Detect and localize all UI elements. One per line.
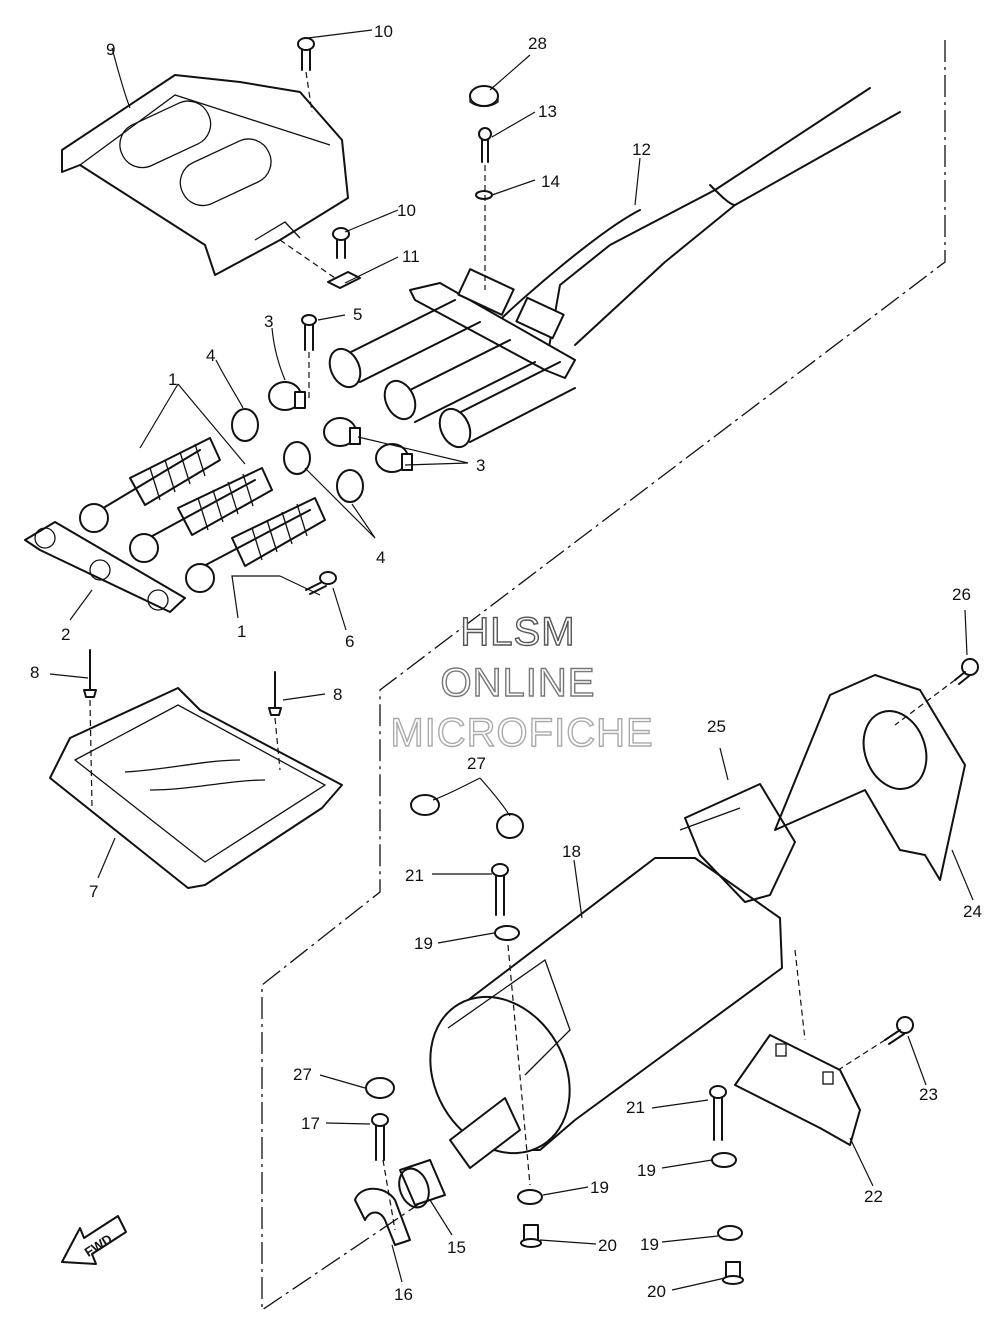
alignment-line-8-left — [89, 699, 93, 809]
alignment-line-11 — [279, 239, 336, 279]
bolt-10-top[interactable] — [297, 37, 315, 71]
forward-direction-arrow: FWD — [61, 1215, 127, 1265]
callout-26: 26 — [952, 585, 971, 604]
alignment-line-17 — [382, 1159, 396, 1231]
bolt-23[interactable] — [884, 1016, 914, 1045]
bolt-17[interactable] — [371, 1113, 389, 1161]
washer-19-b[interactable] — [517, 1189, 543, 1205]
bolt-13[interactable] — [478, 127, 492, 163]
heat-protector-25[interactable] — [679, 783, 796, 903]
washer-19-c[interactable] — [711, 1152, 737, 1168]
bolt-5[interactable] — [301, 314, 317, 351]
callout-1-upper: 1 — [168, 370, 177, 389]
callout-18: 18 — [562, 842, 581, 861]
watermark-line-2: ONLINE — [441, 661, 596, 705]
watermark-line-3: MICROFICHE — [390, 711, 653, 755]
clamp-3a[interactable] — [268, 381, 306, 411]
clamp-3b[interactable] — [323, 417, 361, 447]
callout-8-right: 8 — [333, 685, 342, 704]
collar-20-a[interactable] — [520, 1224, 542, 1248]
cap-27-lower[interactable] — [365, 1077, 395, 1099]
exhaust-pipe-assembly[interactable] — [324, 87, 901, 452]
gasket-15[interactable] — [394, 1159, 446, 1212]
callout-1-lower: 1 — [237, 622, 246, 641]
callout-22: 22 — [864, 1187, 883, 1206]
rivet-8-left[interactable] — [83, 649, 97, 698]
end-cap-24[interactable] — [774, 674, 966, 881]
clip-11[interactable] — [327, 271, 361, 289]
bolt-21-upper[interactable] — [491, 863, 509, 916]
alignment-line-26 — [894, 679, 956, 726]
callout-19-b: 19 — [590, 1178, 609, 1197]
cap-28[interactable] — [469, 85, 499, 108]
alignment-line-10-top — [305, 71, 313, 113]
muffler-18[interactable] — [403, 857, 783, 1179]
callout-21-upper: 21 — [405, 866, 424, 885]
washer-19-d[interactable] — [717, 1225, 743, 1241]
callout-24: 24 — [963, 902, 982, 921]
callout-13: 13 — [538, 102, 557, 121]
callout-8-left: 8 — [30, 663, 39, 682]
callout-3-lower: 3 — [476, 456, 485, 475]
callout-17: 17 — [301, 1114, 320, 1133]
callout-21-lower: 21 — [626, 1098, 645, 1117]
heat-shield-lower[interactable] — [49, 687, 343, 889]
collar-20-b[interactable] — [722, 1261, 744, 1285]
callout-11: 11 — [402, 247, 420, 266]
callout-27-lower: 27 — [293, 1065, 312, 1084]
callout-12: 12 — [632, 140, 651, 159]
callout-9: 9 — [106, 40, 115, 59]
alignment-line-8-right — [274, 717, 281, 771]
callout-10-upper: 10 — [374, 22, 393, 41]
callout-4-lower: 4 — [376, 548, 385, 567]
seal-4c[interactable] — [336, 469, 364, 503]
callout-5: 5 — [353, 305, 362, 324]
callout-20-b: 20 — [647, 1282, 666, 1301]
callout-14: 14 — [541, 172, 560, 191]
callout-16: 16 — [394, 1285, 413, 1304]
heat-shield-upper[interactable] — [61, 74, 349, 276]
cap-27-upper[interactable] — [410, 794, 524, 839]
alignment-line-22 — [794, 949, 806, 1041]
callout-19-a: 19 — [414, 934, 433, 953]
alignment-line-23 — [834, 1039, 886, 1073]
callout-10-lower: 10 — [397, 201, 416, 220]
callout-3-upper: 3 — [264, 312, 273, 331]
bracket-22[interactable] — [734, 1034, 861, 1146]
callout-19-d: 19 — [640, 1235, 659, 1254]
callout-2: 2 — [61, 625, 70, 644]
callout-6: 6 — [345, 632, 354, 651]
washer-14[interactable] — [475, 190, 493, 200]
section-divider-line — [261, 40, 946, 1312]
callout-labels: 1 1 2 3 3 4 4 5 6 7 8 8 9 10 10 11 12 13… — [30, 22, 982, 1304]
gasket-2[interactable] — [24, 521, 186, 613]
alignment-line-19 — [507, 944, 531, 1186]
callout-27-upper: 27 — [467, 754, 486, 773]
bolt-26[interactable] — [954, 658, 979, 685]
leader-lines — [49, 29, 974, 1291]
bolt-6[interactable] — [305, 571, 337, 595]
watermark-line-1: HLSM — [460, 610, 575, 654]
callout-4-upper: 4 — [206, 346, 215, 365]
rivet-8-right[interactable] — [268, 671, 282, 716]
seal-4a[interactable] — [231, 408, 259, 442]
callout-19-c: 19 — [637, 1161, 656, 1180]
callout-25: 25 — [707, 717, 726, 736]
seal-4b[interactable] — [283, 441, 311, 475]
callout-20-a: 20 — [598, 1236, 617, 1255]
joint-pipe-1a[interactable] — [79, 437, 221, 533]
callout-15: 15 — [447, 1238, 466, 1257]
callout-23: 23 — [919, 1085, 938, 1104]
clamp-16[interactable] — [354, 1187, 411, 1246]
bolt-21-lower[interactable] — [709, 1085, 727, 1141]
joint-pipe-1c[interactable] — [185, 497, 326, 593]
callout-28: 28 — [528, 34, 547, 53]
joint-pipe-1b[interactable] — [129, 467, 273, 563]
bolt-10-lower[interactable] — [332, 227, 350, 259]
callout-7: 7 — [89, 882, 98, 901]
washer-19-a[interactable] — [494, 925, 520, 941]
clamp-3c[interactable] — [375, 443, 413, 473]
